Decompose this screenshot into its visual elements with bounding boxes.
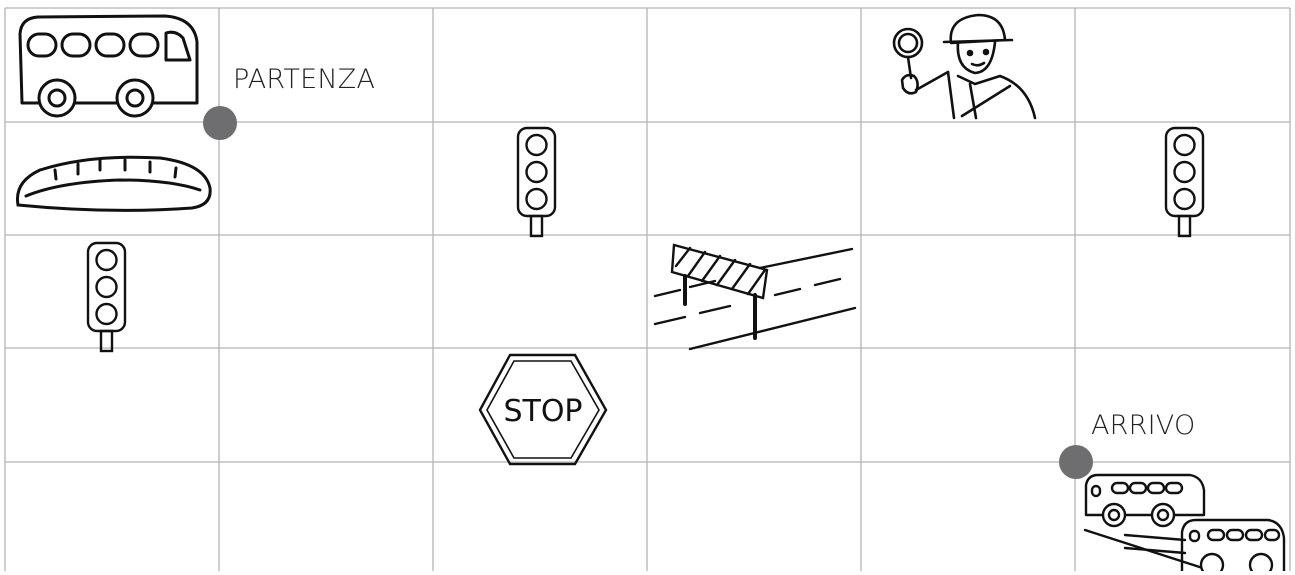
traffic-light-icon — [518, 128, 555, 236]
bus-icon — [20, 16, 197, 116]
traffic-officer-icon — [894, 15, 1035, 118]
end-label: ARRIVO — [1091, 410, 1195, 441]
stop-sign-text: STOP — [503, 394, 582, 429]
end-marker — [1059, 445, 1093, 479]
speed-bump-icon — [17, 157, 210, 210]
traffic-light-icon — [88, 243, 125, 351]
stop-sign-icon: STOP — [480, 355, 606, 464]
start-marker — [203, 106, 237, 140]
traffic-light-icon — [1166, 128, 1203, 236]
start-label: PARTENZA — [233, 64, 375, 95]
road-barrier-icon — [655, 245, 855, 349]
two-buses-icon — [1085, 475, 1284, 571]
